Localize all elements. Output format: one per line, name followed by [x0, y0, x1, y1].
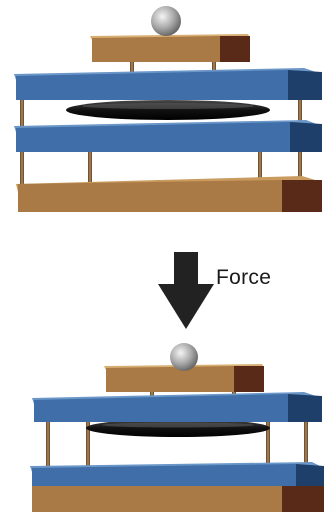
- upper-blue-plate: [14, 68, 322, 100]
- wooden-base-compressed: [30, 462, 324, 512]
- assembly-after-force: [30, 343, 324, 512]
- lower-blue-plate: [14, 120, 322, 152]
- steel-ball-compressed: [170, 343, 198, 371]
- wooden-base: [16, 176, 322, 212]
- elastic-ring: [66, 100, 270, 120]
- upper-blue-plate-compressed: [32, 392, 322, 422]
- assembly-before-force: [14, 6, 322, 212]
- steel-ball: [151, 6, 181, 36]
- force-arrow: [158, 252, 214, 329]
- wooden-top-block: [90, 34, 250, 62]
- force-label: Force: [216, 266, 271, 290]
